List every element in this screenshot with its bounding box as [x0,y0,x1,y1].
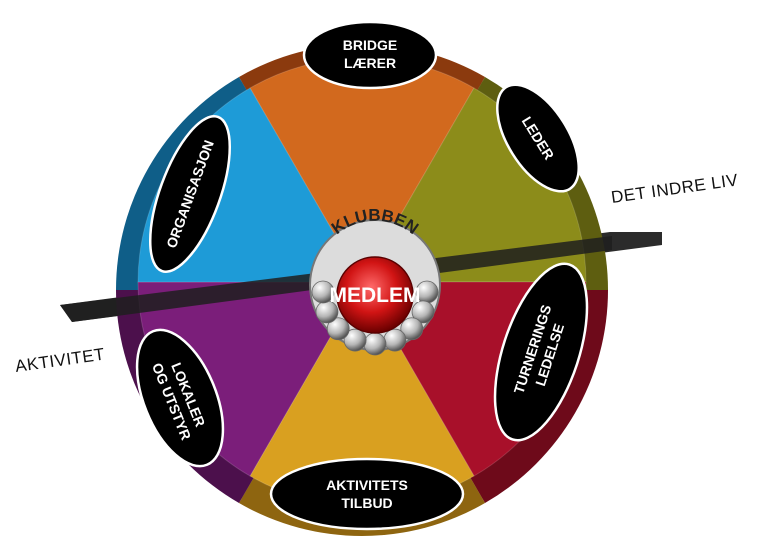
hub-ball [343,328,367,352]
pill-turnering-shape [493,262,589,442]
aktivitet-label: AKTIVITET [14,345,106,376]
pill-aktivitets-shape [269,457,465,531]
pill-aktivitets-line2: TILBUD [341,495,392,511]
pill-bridge-line2: LÆRER [344,55,396,71]
hub-ball [326,317,350,341]
pill-bridge-shape [302,20,438,90]
pill-turnering: TURNERINGS LEDELSE [493,262,589,442]
hub-core [336,256,414,334]
hub-ball [383,328,407,352]
det-indre-liv-label: DET INDRE LIV [610,170,740,207]
pill-aktivitets-line1: AKTIVITETS [326,477,408,493]
pill-bridge-line1: BRIDGE [343,37,397,53]
pill-bridge: BRIDGE LÆRER [302,20,438,90]
hub-ball [363,332,387,356]
pill-lokaler-shape [135,328,225,468]
pill-organisasjon-shape [148,115,232,273]
hub-ball [411,300,435,324]
medlem-label: MEDLEM [330,284,421,307]
pill-aktivitets: AKTIVITETS TILBUD [269,457,465,531]
hub: KLUBBEN MEDLEM [309,206,441,356]
hub-ball [400,317,424,341]
hub-ball [311,280,335,304]
hub-balls [311,280,439,356]
pill-leder-shape [496,83,580,193]
pill-lokaler: LOKALER OG UTSTYR [135,328,225,468]
pill-leder: LEDER [496,83,580,193]
